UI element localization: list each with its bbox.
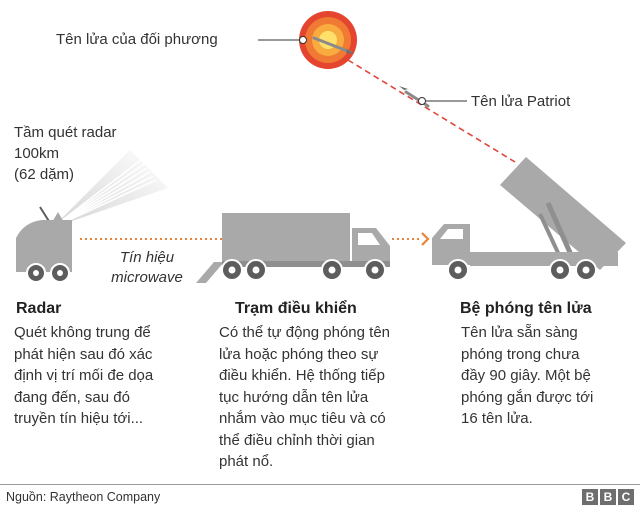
control-station-description: Có thể tự động phóng tên lửa hoặc phóng …	[219, 324, 391, 470]
enemy-missile-icon	[312, 36, 354, 54]
bbc-logo: B B C	[582, 489, 634, 505]
signal-arrow	[80, 232, 240, 246]
label-leaders	[258, 36, 467, 105]
footer-divider	[0, 484, 640, 485]
explosion-icon	[299, 11, 357, 69]
launcher-title: Bệ phóng tên lửa	[460, 300, 592, 317]
radar-range-label: Tầm quét radar 100km (62 dặm)	[14, 124, 117, 183]
control-arrow	[392, 232, 430, 246]
patriot-trajectory	[347, 59, 516, 163]
launcher-description: Tên lửa sẵn sàng phóng trong chưa đầy 90…	[461, 324, 594, 427]
radar-description: Quét không trung để phát hiện sau đó xác…	[14, 324, 154, 427]
radar-beam-lines	[51, 159, 157, 229]
signal-label: Tín hiệu microwave	[111, 249, 183, 286]
radar-vehicle-icon	[16, 206, 72, 283]
control-station-title: Trạm điều khiển	[235, 300, 357, 317]
patriot-missile-label: Tên lửa Patriot	[471, 93, 571, 110]
launcher-truck-icon	[432, 157, 626, 281]
source-credit: Nguồn: Raytheon Company	[6, 490, 161, 504]
control-truck-icon	[196, 213, 390, 283]
radar-title: Radar	[16, 300, 62, 317]
enemy-missile-label: Tên lửa của đối phương	[56, 31, 218, 48]
